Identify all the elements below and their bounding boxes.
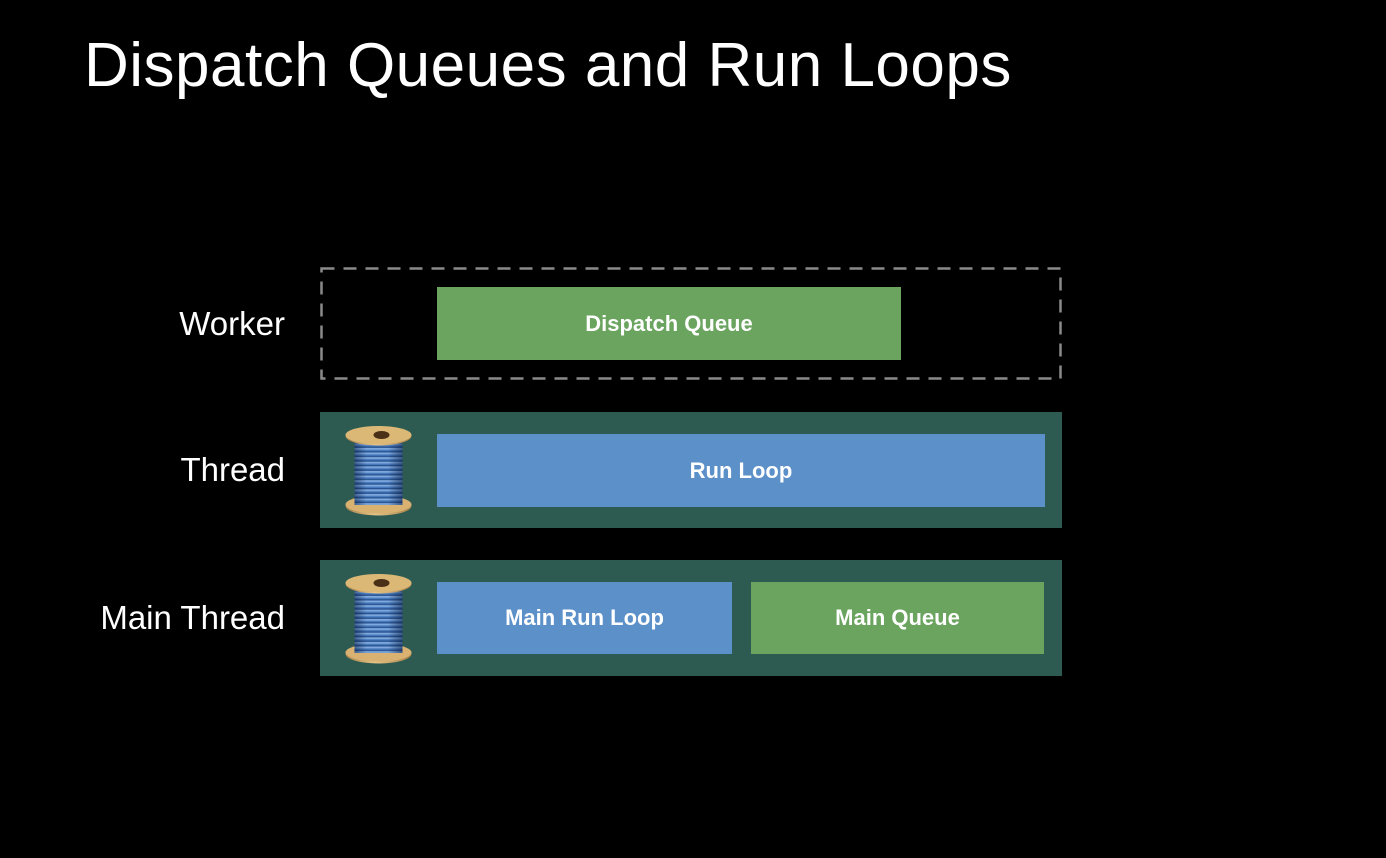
row-main-thread: Main Thread <box>0 560 1386 676</box>
main-run-loop-bar: Main Run Loop <box>437 582 732 654</box>
row-worker: Worker Dispatch Queue <box>0 267 1386 380</box>
main-queue-bar: Main Queue <box>751 582 1044 654</box>
thread-container: Run Loop <box>320 412 1062 528</box>
dashed-border <box>320 267 1062 380</box>
run-loop-label: Run Loop <box>689 457 793 483</box>
main-run-loop-label: Main Run Loop <box>505 605 664 630</box>
run-loop-bar: Run Loop <box>437 434 1045 507</box>
dispatch-queue-bar: Dispatch Queue <box>437 287 901 360</box>
worker-queue-container: Dispatch Queue <box>320 267 1062 380</box>
main-thread-container: Main Run Loop Main Queue <box>320 560 1062 676</box>
row-label-main-thread: Main Thread <box>100 599 285 636</box>
main-queue-label: Main Queue <box>835 605 960 630</box>
row-label-thread: Thread <box>180 451 285 488</box>
thread-spool-icon <box>345 574 412 664</box>
row-thread: Thread <box>0 412 1386 528</box>
row-label-worker: Worker <box>179 304 285 342</box>
page-title: Dispatch Queues and Run Loops <box>84 31 1012 100</box>
dispatch-queue-label: Dispatch Queue <box>585 310 753 336</box>
thread-spool-icon <box>345 426 412 516</box>
